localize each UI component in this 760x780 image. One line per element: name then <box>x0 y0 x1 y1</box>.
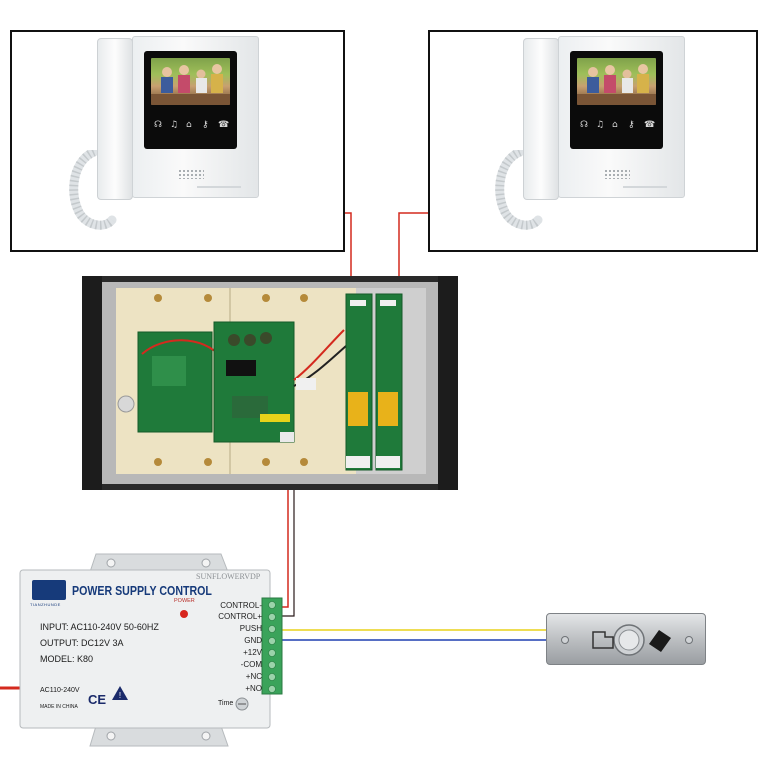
wire-monitor-1 <box>344 212 352 300</box>
power-supply-logo-text: TIANZHUNDE <box>30 602 61 607</box>
music-icon[interactable]: ♫ <box>596 120 605 130</box>
bottom-trim <box>197 186 241 188</box>
monitor-frame-1: ☊ ♫ ⌂ ⚷ ☎ <box>10 30 345 252</box>
phone-icon[interactable]: ☎ <box>218 120 230 130</box>
terminal-com: -COM <box>240 660 262 669</box>
screen-bezel: ☊ ♫ ⌂ ⚷ ☎ <box>570 51 663 149</box>
monitor-screen-2 <box>577 58 656 105</box>
distribution-box <box>82 276 458 490</box>
lock-icon[interactable]: ⌂ <box>186 120 192 130</box>
key-icon[interactable]: ⚷ <box>202 120 209 130</box>
terminal-control-negative: CONTROL- <box>220 601 262 610</box>
lock-icon[interactable]: ⌂ <box>612 120 618 130</box>
power-supply-title: POWER SUPPLY CONTROL <box>72 584 212 598</box>
time-label: Time <box>218 700 234 707</box>
model-spec: MODEL: K80 <box>40 654 94 664</box>
input-spec: INPUT: AC110-240V 50-60HZ <box>40 622 159 632</box>
bottom-trim <box>623 186 667 188</box>
speaker-grille <box>604 169 630 179</box>
music-icon[interactable]: ♫ <box>170 120 179 130</box>
ac-input-label: AC110-240V <box>40 687 80 694</box>
terminal-push: PUSH <box>239 624 262 633</box>
monitor-body: ☊ ♫ ⌂ ⚷ ☎ <box>558 36 685 198</box>
wire-monitor-2 <box>398 212 428 300</box>
terminal-control-positive: CONTROL+ <box>218 612 262 621</box>
exit-button-plate <box>546 613 706 665</box>
screen-bezel: ☊ ♫ ⌂ ⚷ ☎ <box>144 51 237 149</box>
power-indicator-label: POWER <box>174 598 195 604</box>
power-supply-unit: ! TIANZHUNDE POWER SUPPLY CONTROL SUNFLO… <box>16 550 286 750</box>
handset-cord <box>69 150 117 230</box>
unlock-icon[interactable]: ☊ <box>580 120 588 130</box>
terminal-12v: +12V <box>243 648 262 657</box>
brand-label: SUNFLOWERVDP <box>196 572 261 581</box>
monitor-frame-2: ☊ ♫ ⌂ ⚷ ☎ <box>428 30 758 252</box>
made-in-label: MADE IN CHINA <box>40 704 78 710</box>
phone-icon[interactable]: ☎ <box>644 120 656 130</box>
terminal-no: +NO <box>245 684 262 693</box>
wire-control-positive <box>282 440 295 617</box>
intercom-handset <box>97 38 133 200</box>
unlock-icon[interactable]: ☊ <box>154 120 162 130</box>
handset-cord <box>495 150 543 230</box>
power-led <box>180 610 188 618</box>
terminal-gnd: GND <box>244 636 262 645</box>
monitor-body: ☊ ♫ ⌂ ⚷ ☎ <box>132 36 259 198</box>
speaker-grille <box>178 169 204 179</box>
ce-mark: CE <box>88 692 107 707</box>
exit-button-graphic <box>561 624 693 656</box>
power-supply-housing: ! <box>19 553 283 747</box>
distribution-box-interior <box>82 276 458 490</box>
monitor-screen-1 <box>151 58 230 105</box>
terminal-nc: +NC <box>245 672 262 681</box>
svg-text:!: ! <box>119 691 121 700</box>
key-icon[interactable]: ⚷ <box>628 120 635 130</box>
power-supply-logo <box>32 580 66 600</box>
output-spec: OUTPUT: DC12V 3A <box>40 638 124 648</box>
wire-control-negative <box>282 440 289 608</box>
intercom-handset <box>523 38 559 200</box>
